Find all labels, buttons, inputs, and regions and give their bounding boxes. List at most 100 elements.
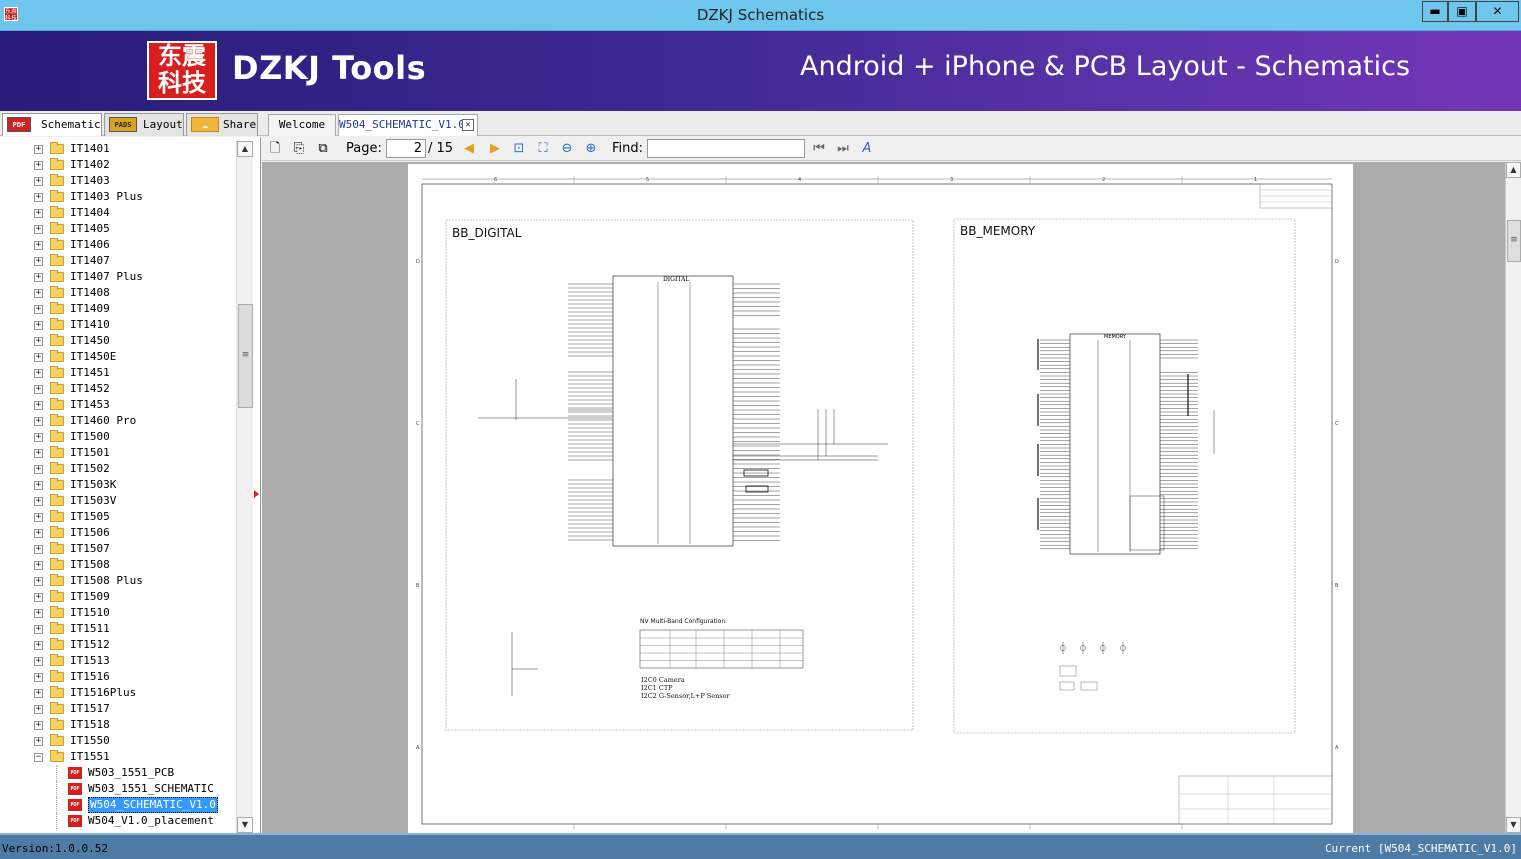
find-input[interactable] — [647, 139, 805, 158]
tree-folder[interactable]: +IT1513 — [0, 653, 235, 669]
tree-folder[interactable]: +IT1506 — [0, 525, 235, 541]
open-file-icon[interactable]: 🗋 — [269, 141, 281, 156]
expand-icon[interactable]: + — [34, 432, 43, 442]
tree-folder-expanded[interactable]: −IT1551 — [0, 749, 235, 765]
expand-icon[interactable]: + — [34, 176, 43, 186]
doc-tab-w504-schematic[interactable]: W504_SCHEMATIC_V1.0 ✕ — [338, 114, 478, 136]
expand-icon[interactable]: + — [34, 576, 43, 586]
tree-folder[interactable]: +IT1516Plus — [0, 685, 235, 701]
expand-icon[interactable]: + — [34, 480, 43, 490]
expand-icon[interactable]: + — [34, 320, 43, 330]
expand-icon[interactable]: + — [34, 720, 43, 730]
tree-folder[interactable]: +IT1500 — [0, 429, 235, 445]
next-page-icon[interactable]: ▶ — [490, 141, 500, 156]
tree-folder[interactable]: +IT1510 — [0, 605, 235, 621]
tree-folder[interactable]: +IT1501 — [0, 445, 235, 461]
zoom-in-icon[interactable]: ⊕ — [585, 141, 597, 156]
tree-folder[interactable]: +IT1403 — [0, 173, 235, 189]
expand-icon[interactable]: + — [34, 608, 43, 618]
tree-scrollbar[interactable]: ▲ ≡ ▼ — [236, 141, 253, 833]
tree-folder[interactable]: +IT1401 — [0, 141, 235, 157]
expand-icon[interactable]: + — [34, 352, 43, 362]
tree-folder[interactable]: +IT1408 — [0, 285, 235, 301]
expand-icon[interactable]: + — [34, 272, 43, 282]
expand-icon[interactable]: + — [34, 528, 43, 538]
expand-icon[interactable]: + — [34, 464, 43, 474]
tree-folder[interactable]: +IT1517 — [0, 701, 235, 717]
highlight-text-icon[interactable]: A — [862, 141, 872, 156]
panel-splitter-arrow-icon[interactable] — [254, 490, 259, 498]
expand-icon[interactable]: + — [34, 736, 43, 746]
tree-folder[interactable]: +IT1450 — [0, 333, 235, 349]
expand-icon[interactable]: + — [34, 672, 43, 682]
tree-folder[interactable]: +IT1452 — [0, 381, 235, 397]
expand-icon[interactable]: + — [34, 400, 43, 410]
tree-folder[interactable]: +IT1509 — [0, 589, 235, 605]
expand-icon[interactable]: + — [34, 304, 43, 314]
tree-folder[interactable]: +IT1511 — [0, 621, 235, 637]
prev-page-icon[interactable]: ◀ — [464, 141, 474, 156]
maximize-button[interactable]: ▣ — [1448, 1, 1476, 22]
expand-icon[interactable]: + — [34, 624, 43, 634]
close-tab-icon[interactable]: ✕ — [462, 119, 474, 131]
viewer-scroll-thumb[interactable]: ≡ — [1507, 220, 1521, 262]
tree-folder[interactable]: +IT1502 — [0, 461, 235, 477]
scroll-up-icon[interactable]: ▲ — [237, 141, 253, 157]
tree-scroll-thumb[interactable]: ≡ — [238, 304, 253, 408]
tree-folder[interactable]: +IT1550 — [0, 733, 235, 749]
pages-icon[interactable]: ⧉ — [318, 141, 328, 156]
tree-folder[interactable]: +IT1507 — [0, 541, 235, 557]
expand-icon[interactable]: + — [34, 240, 43, 250]
file-tree[interactable]: +IT1401+IT1402+IT1403+IT1403 Plus+IT1404… — [0, 141, 235, 833]
expand-icon[interactable]: + — [34, 160, 43, 170]
tree-folder[interactable]: +IT1406 — [0, 237, 235, 253]
document-viewer[interactable]: BB_DIGITAL BB_MEMORY DIGITAL MEMORY NV M… — [262, 162, 1505, 833]
viewer-scrollbar[interactable]: ▲ ≡ ▼ — [1505, 162, 1521, 833]
page-number-input[interactable]: 2 — [386, 139, 426, 158]
close-window-button[interactable]: ✕ — [1476, 1, 1519, 22]
tree-folder[interactable]: +IT1450E — [0, 349, 235, 365]
tree-folder[interactable]: +IT1516 — [0, 669, 235, 685]
expand-icon[interactable]: + — [34, 368, 43, 378]
find-next-icon[interactable]: ⏭ — [837, 141, 849, 156]
minimize-button[interactable]: ▬ — [1422, 1, 1448, 22]
tree-folder[interactable]: +IT1409 — [0, 301, 235, 317]
expand-icon[interactable]: + — [34, 192, 43, 202]
tree-folder[interactable]: +IT1503K — [0, 477, 235, 493]
tree-folder[interactable]: +IT1402 — [0, 157, 235, 173]
expand-icon[interactable]: + — [34, 416, 43, 426]
tree-folder[interactable]: +IT1505 — [0, 509, 235, 525]
tree-folder[interactable]: +IT1403 Plus — [0, 189, 235, 205]
doc-tab-welcome[interactable]: Welcome — [268, 114, 336, 136]
viewer-scroll-up-icon[interactable]: ▲ — [1506, 162, 1521, 178]
tree-folder[interactable]: +IT1512 — [0, 637, 235, 653]
find-prev-icon[interactable]: ⏮ — [813, 141, 825, 156]
expand-icon[interactable]: + — [34, 656, 43, 666]
tree-folder[interactable]: +IT1410 — [0, 317, 235, 333]
tree-folder[interactable]: +IT1407 — [0, 253, 235, 269]
expand-icon[interactable]: + — [34, 512, 43, 522]
fit-width-icon[interactable]: ⊡ — [513, 141, 525, 156]
expand-icon[interactable]: + — [34, 448, 43, 458]
tree-folder[interactable]: +IT1451 — [0, 365, 235, 381]
expand-icon[interactable]: + — [34, 544, 43, 554]
tab-schematic[interactable]: PDF Schematic — [2, 113, 102, 136]
tab-layout[interactable]: PADS Layout — [104, 113, 184, 136]
expand-icon[interactable]: + — [34, 688, 43, 698]
viewer-scroll-down-icon[interactable]: ▼ — [1506, 817, 1521, 833]
tree-folder[interactable]: +IT1508 — [0, 557, 235, 573]
collapse-icon[interactable]: − — [34, 752, 43, 762]
tree-folder[interactable]: +IT1518 — [0, 717, 235, 733]
expand-icon[interactable]: + — [34, 496, 43, 506]
title-bar[interactable]: 东震科技 DZKJ Schematics ▬ ▣ ✕ — [0, 0, 1521, 31]
expand-icon[interactable]: + — [34, 704, 43, 714]
fit-page-icon[interactable]: ⛶ — [538, 141, 548, 156]
tree-folder[interactable]: +IT1460 Pro — [0, 413, 235, 429]
copy-icon[interactable]: ⎘ — [293, 141, 305, 156]
zoom-out-icon[interactable]: ⊖ — [561, 141, 573, 156]
expand-icon[interactable]: + — [34, 256, 43, 266]
expand-icon[interactable]: + — [34, 384, 43, 394]
expand-icon[interactable]: + — [34, 592, 43, 602]
